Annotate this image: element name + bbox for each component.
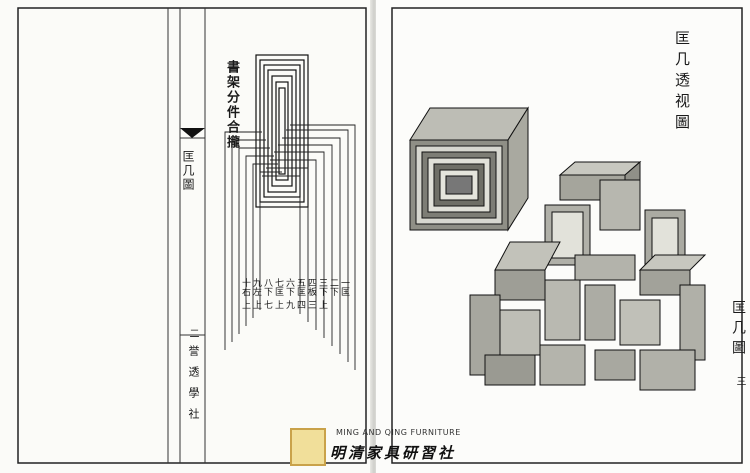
- part-label: 十右: [240, 278, 250, 296]
- leader-lines: [224, 124, 356, 370]
- part-labels-second: 上 三 四 九 上 七 上 上: [240, 300, 330, 309]
- right-page-side-title: 匡几圖: [730, 300, 746, 360]
- watermark-logo-icon: [290, 428, 326, 466]
- box-perspective: [409, 106, 529, 232]
- part-label: 三: [306, 300, 316, 309]
- part-label: 一匡: [339, 278, 349, 296]
- part-label: 八下: [262, 278, 272, 296]
- part-label: 六下: [284, 278, 294, 296]
- part-label: 三下: [317, 278, 327, 296]
- part-label: 上: [273, 300, 283, 309]
- exploded-shelf: [469, 160, 707, 391]
- nested-frame-diagram: [255, 54, 309, 208]
- book-gutter: [370, 0, 378, 473]
- left-page-number: 二: [187, 328, 198, 340]
- part-label: 上: [317, 300, 327, 309]
- part-label: 四板: [306, 278, 316, 296]
- right-page-border: [391, 7, 743, 464]
- left-page-border: [17, 7, 367, 464]
- part-label: 上: [240, 300, 250, 309]
- part-label: 上: [251, 300, 261, 309]
- part-label: 二下: [328, 278, 338, 296]
- left-page: [0, 0, 372, 473]
- part-label: 五匡: [295, 278, 305, 296]
- part-label: 七匡: [273, 278, 283, 296]
- part-label: 四: [295, 300, 305, 309]
- part-label: 九: [284, 300, 294, 309]
- right-page-title: 匡几透视圖: [673, 30, 691, 135]
- part-label: 七: [262, 300, 272, 309]
- left-page-title: 匡几圖: [181, 150, 195, 192]
- part-labels: 一匡 二下 三下 四板 五匡 六下 七匡 八下 九左 十右: [240, 278, 349, 296]
- shelf-caption: 書架分件合攏: [224, 60, 239, 150]
- watermark: MING AND QING FURNITURE 明清家具研習社: [290, 428, 460, 468]
- margin-text: 誉透學社: [187, 345, 200, 429]
- part-label: 九左: [251, 278, 261, 296]
- fishtail-mark: [180, 128, 205, 138]
- right-page-number: 三: [734, 376, 745, 388]
- watermark-english: MING AND QING FURNITURE: [336, 428, 461, 437]
- watermark-chinese: 明清家具研習社: [330, 444, 457, 462]
